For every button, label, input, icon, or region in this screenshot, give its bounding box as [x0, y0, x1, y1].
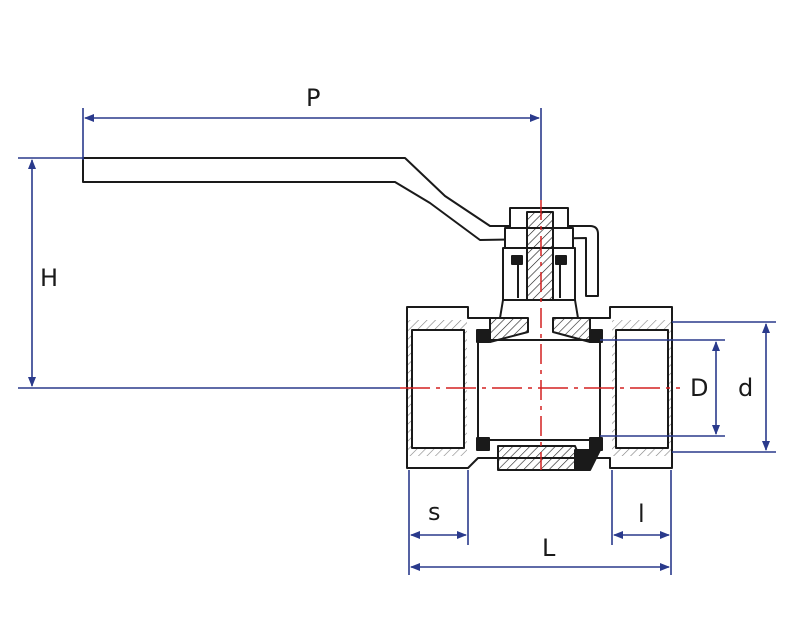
- dim-label-d: d: [738, 374, 753, 402]
- dim-label-H: H: [40, 264, 58, 292]
- valve-body: [406, 299, 673, 471]
- dim-label-P: P: [306, 84, 320, 112]
- dimension-lines: [18, 108, 776, 575]
- dim-label-D: D: [690, 374, 708, 402]
- dim-label-l: l: [638, 500, 645, 528]
- centerlines: [400, 200, 680, 470]
- dim-label-L: L: [542, 534, 556, 562]
- dim-label-s: s: [428, 498, 441, 526]
